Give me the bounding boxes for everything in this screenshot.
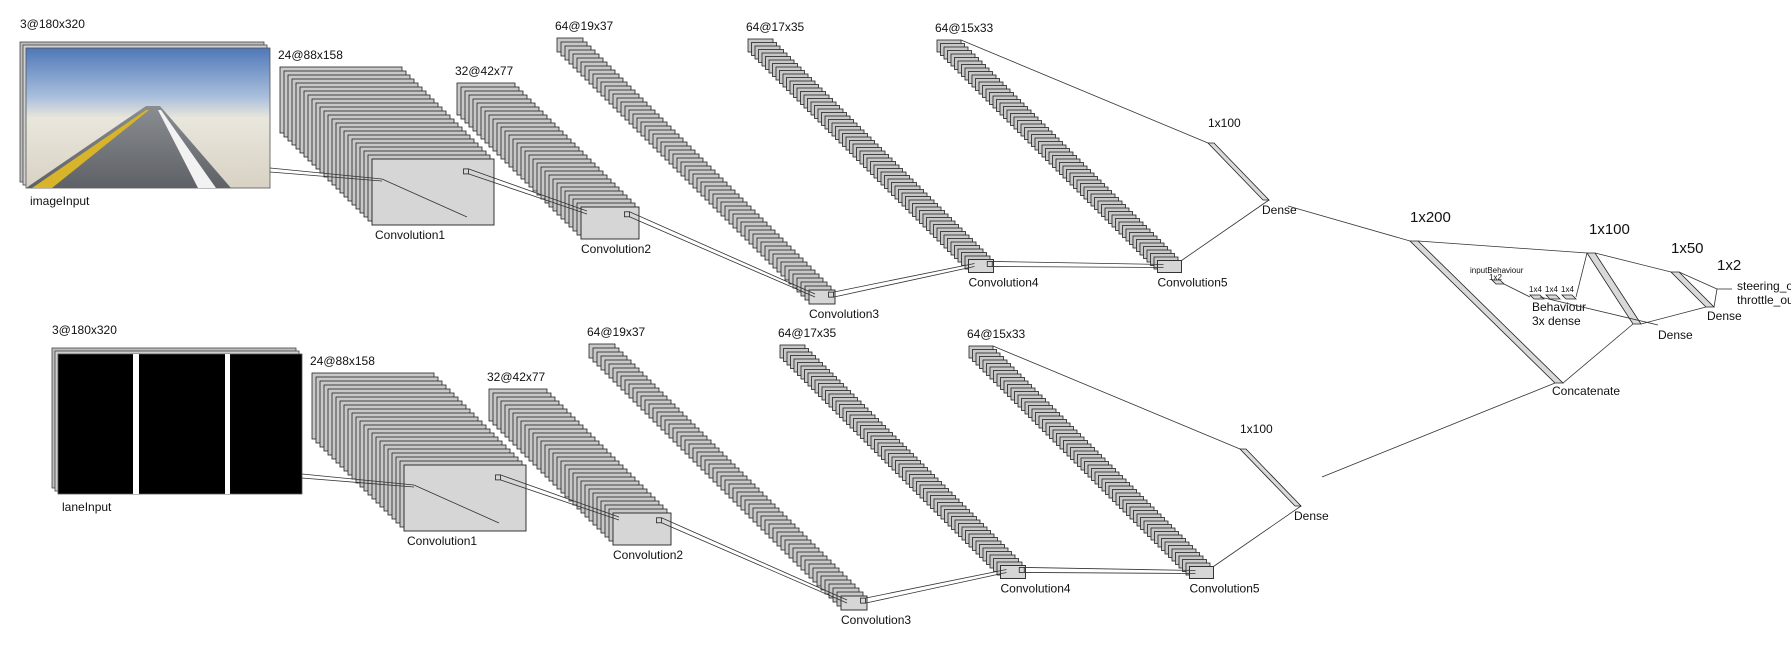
conv2-stack	[456, 82, 640, 240]
conv1-stack-map	[403, 464, 527, 532]
conv1-label: Convolution1	[407, 534, 477, 548]
conv4-shape: 64@17x35	[746, 20, 805, 34]
conv3-label: Convolution3	[809, 307, 879, 321]
output-label-throttle: throttle_ou	[1737, 293, 1791, 307]
conv3-stack	[556, 37, 836, 305]
behaviour-dense-shape-3: 1x4	[1561, 285, 1574, 294]
behaviour-dense-2	[1545, 294, 1561, 300]
conv5-stack-map	[1157, 260, 1182, 273]
behaviour-label: Behaviour	[1532, 300, 1586, 314]
output-label-steering: steering_o	[1737, 279, 1791, 293]
conv5-label: Convolution5	[1158, 276, 1228, 290]
conv5-stack	[968, 345, 1214, 579]
behaviour-desc: 3x dense	[1532, 314, 1581, 328]
conv4-label: Convolution4	[1001, 582, 1071, 596]
conv1-label: Convolution1	[375, 228, 445, 242]
behaviour-dense-3	[1561, 294, 1577, 300]
conv2-label: Convolution2	[581, 242, 651, 256]
dense-layer	[1207, 142, 1270, 201]
behaviour-input-shape: 1x2	[1489, 273, 1502, 282]
conv3-shape: 64@19x37	[555, 19, 614, 33]
conv-connections	[301, 345, 1302, 604]
input-label: imageInput	[30, 194, 90, 208]
conv5-stack-map	[1189, 566, 1214, 579]
conv4-shape: 64@17x35	[778, 326, 837, 340]
conv2-label: Convolution2	[613, 548, 683, 562]
conv5-shape: 64@15x33	[967, 327, 1026, 341]
output-shape: 1x2	[1717, 257, 1741, 274]
image-branch: 3@180x320 imageInput 24@88x158Convolution1…	[19, 17, 1297, 321]
head-dense-1-shape: 1x100	[1589, 221, 1630, 238]
dense-label: Dense	[1262, 203, 1297, 217]
head-dense-1-label: Dense	[1658, 328, 1693, 342]
conv1-shape: 24@88x158	[278, 48, 343, 62]
concatenate-shape: 1x200	[1410, 209, 1451, 226]
conv-connections	[269, 39, 1270, 298]
conv5-shape: 64@15x33	[935, 21, 994, 35]
conv4-label: Convolution4	[969, 276, 1039, 290]
road-image	[25, 47, 271, 189]
conv2-shape: 32@42x77	[455, 64, 514, 78]
input-label: laneInput	[62, 500, 112, 514]
dense-label: Dense	[1294, 509, 1329, 523]
conv1-stack	[311, 372, 527, 532]
conv5-label: Convolution5	[1190, 582, 1260, 596]
head-dense-2-shape: 1x50	[1671, 240, 1704, 257]
conv1-stack	[279, 66, 495, 226]
input-shape: 3@180x320	[52, 323, 117, 337]
head-dense-2-layer	[1670, 271, 1715, 308]
conv1-stack-map	[371, 158, 495, 226]
behaviour-input-name: inputBehaviour	[1470, 266, 1524, 275]
conv1-shape: 24@88x158	[310, 354, 375, 368]
dense-layer	[1239, 448, 1302, 507]
conv3-shape: 64@19x37	[587, 325, 646, 339]
conv3-label: Convolution3	[841, 613, 911, 627]
input-shape: 3@180x320	[20, 17, 85, 31]
lane-mask-image	[57, 353, 303, 495]
behaviour-dense-shape-1: 1x4	[1529, 285, 1542, 294]
concatenate-label: Concatenate	[1552, 384, 1620, 398]
merge-connections	[1287, 205, 1718, 478]
conv2-stack	[488, 388, 672, 546]
conv3-stack	[588, 343, 868, 611]
behaviour-dense-1	[1529, 294, 1545, 300]
conv4-stack	[779, 344, 1026, 579]
head-dense-2-label: Dense	[1707, 309, 1742, 323]
dense-shape: 1x100	[1240, 422, 1273, 436]
conv4-stack	[747, 38, 994, 273]
merge-head: 1x200 Concatenate inputBehaviour 1x2 1x4…	[1287, 205, 1791, 478]
conv5-stack	[936, 39, 1182, 273]
behaviour-dense-shape-2: 1x4	[1545, 285, 1558, 294]
head-dense-1-layer	[1586, 252, 1642, 325]
conv2-shape: 32@42x77	[487, 370, 546, 384]
dense-shape: 1x100	[1208, 116, 1241, 130]
